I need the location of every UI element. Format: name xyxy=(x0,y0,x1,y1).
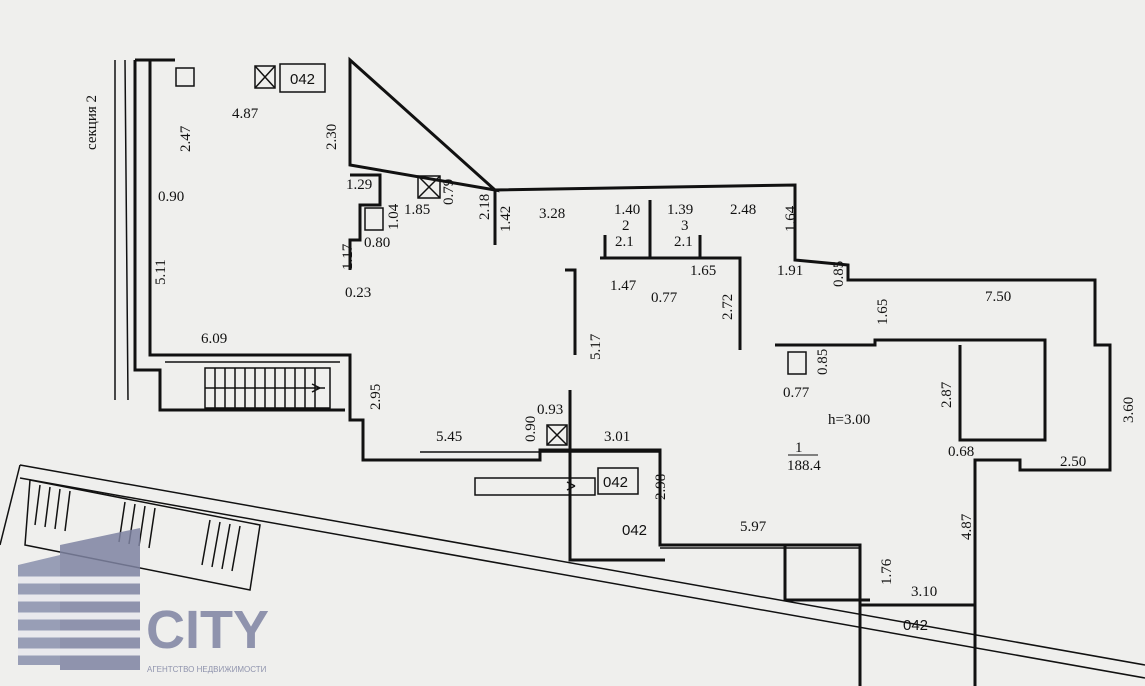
dim: 2.50 xyxy=(1060,454,1086,470)
tag-label: 042 xyxy=(290,71,315,88)
dim: 0.90 xyxy=(158,189,184,205)
tag-label: 042 xyxy=(903,617,928,634)
city-logo: CITY АГЕНТСТВО НЕДВИЖИМОСТИ xyxy=(18,528,269,674)
dim: 4.87 xyxy=(959,513,975,540)
dim: 0.80 xyxy=(364,235,390,251)
partition-bottom xyxy=(783,545,977,686)
dim: 1.39 xyxy=(667,202,693,218)
dim: 5.17 xyxy=(588,333,604,360)
room-2-number: 2 xyxy=(622,218,630,234)
dim: 1.47 xyxy=(610,278,637,294)
dim: 5.11 xyxy=(153,259,169,285)
dim: 0.93 xyxy=(537,402,563,418)
dim: 3.01 xyxy=(604,429,630,445)
dim: 2.30 xyxy=(324,124,340,150)
logo-name: CITY xyxy=(146,600,269,660)
tag-label: 042 xyxy=(622,522,647,539)
dim: 3.10 xyxy=(911,584,937,600)
dim: 7.50 xyxy=(985,289,1011,305)
ceiling-height: h=3.00 xyxy=(828,412,870,428)
dim: 0.77 xyxy=(651,290,678,306)
dim: 0.85 xyxy=(831,261,847,287)
dim: 1.65 xyxy=(875,299,891,325)
dim: 0.23 xyxy=(345,285,371,301)
dim: 0.85 xyxy=(815,349,831,375)
vent-cross xyxy=(417,175,441,199)
partition-wc xyxy=(600,200,742,350)
vent-shaft xyxy=(254,65,276,89)
dim: 1.65 xyxy=(690,263,716,279)
room-3-number: 3 xyxy=(681,218,689,234)
dim: 2.95 xyxy=(368,384,384,410)
outer-wall-left xyxy=(133,58,345,412)
dim: 1.29 xyxy=(346,177,372,193)
vent-cross xyxy=(254,65,276,89)
room-label: h=3.00 1 188.4 2 2.1 3 2.1 xyxy=(615,218,870,474)
outer-wall xyxy=(148,56,1112,607)
dim: 1.42 xyxy=(498,206,514,232)
dim: 0.77 xyxy=(783,385,810,401)
dim: 5.45 xyxy=(436,429,462,445)
dim: 3.60 xyxy=(1121,397,1137,423)
vent-shaft xyxy=(546,424,568,446)
dim: 1.76 xyxy=(879,558,895,585)
staircase xyxy=(204,367,331,409)
lower-staircase xyxy=(0,464,1145,679)
windows xyxy=(165,354,860,549)
vent-cross xyxy=(546,424,568,446)
dim: 1.91 xyxy=(777,263,803,279)
vent-shaft xyxy=(417,175,441,199)
logo-subtitle: АГЕНТСТВО НЕДВИЖИМОСТИ xyxy=(147,665,267,674)
dim: 3.28 xyxy=(539,206,565,222)
dim: 1.85 xyxy=(404,202,430,218)
shaft xyxy=(175,67,195,87)
dim: 2.18 xyxy=(477,194,493,220)
dim: 1.17 xyxy=(340,243,356,270)
shaft xyxy=(364,207,384,231)
partition-shaft xyxy=(348,173,382,270)
dim: 6.09 xyxy=(201,331,227,347)
section-label: секция 2 xyxy=(84,95,100,150)
room-area: 188.4 xyxy=(787,458,821,474)
dim: 0.79 xyxy=(441,179,457,205)
room-3-area: 2.1 xyxy=(674,234,693,250)
dim: 2.48 xyxy=(730,202,756,218)
walls xyxy=(0,56,1145,686)
dim: 1.04 xyxy=(386,203,402,230)
dim: 2.47 xyxy=(178,125,194,152)
section-boundary xyxy=(114,59,129,401)
dim: 2.87 xyxy=(939,381,955,408)
dim: 1.64 xyxy=(783,205,799,232)
tag-label: 042 xyxy=(603,474,628,491)
dim: 0.90 xyxy=(523,416,539,442)
shaft xyxy=(787,351,807,375)
room-number: 1 xyxy=(795,440,803,456)
tag-box xyxy=(279,63,326,93)
dim: 5.97 xyxy=(740,519,767,535)
ramp-arrow xyxy=(474,477,596,496)
dim: 4.87 xyxy=(232,106,259,122)
room-2-area: 2.1 xyxy=(615,234,634,250)
partition-lower xyxy=(568,390,665,562)
dim: 0.68 xyxy=(948,444,974,460)
dim: 2.72 xyxy=(720,294,736,320)
column xyxy=(565,268,577,355)
dim: 2.98 xyxy=(653,474,669,500)
dim: 1.40 xyxy=(614,202,640,218)
dimensions: 4.87 2.30 2.47 0.90 1.29 1.85 0.79 1.04 … xyxy=(153,106,1137,600)
partition-right xyxy=(775,338,1047,442)
tag-box xyxy=(597,467,639,495)
